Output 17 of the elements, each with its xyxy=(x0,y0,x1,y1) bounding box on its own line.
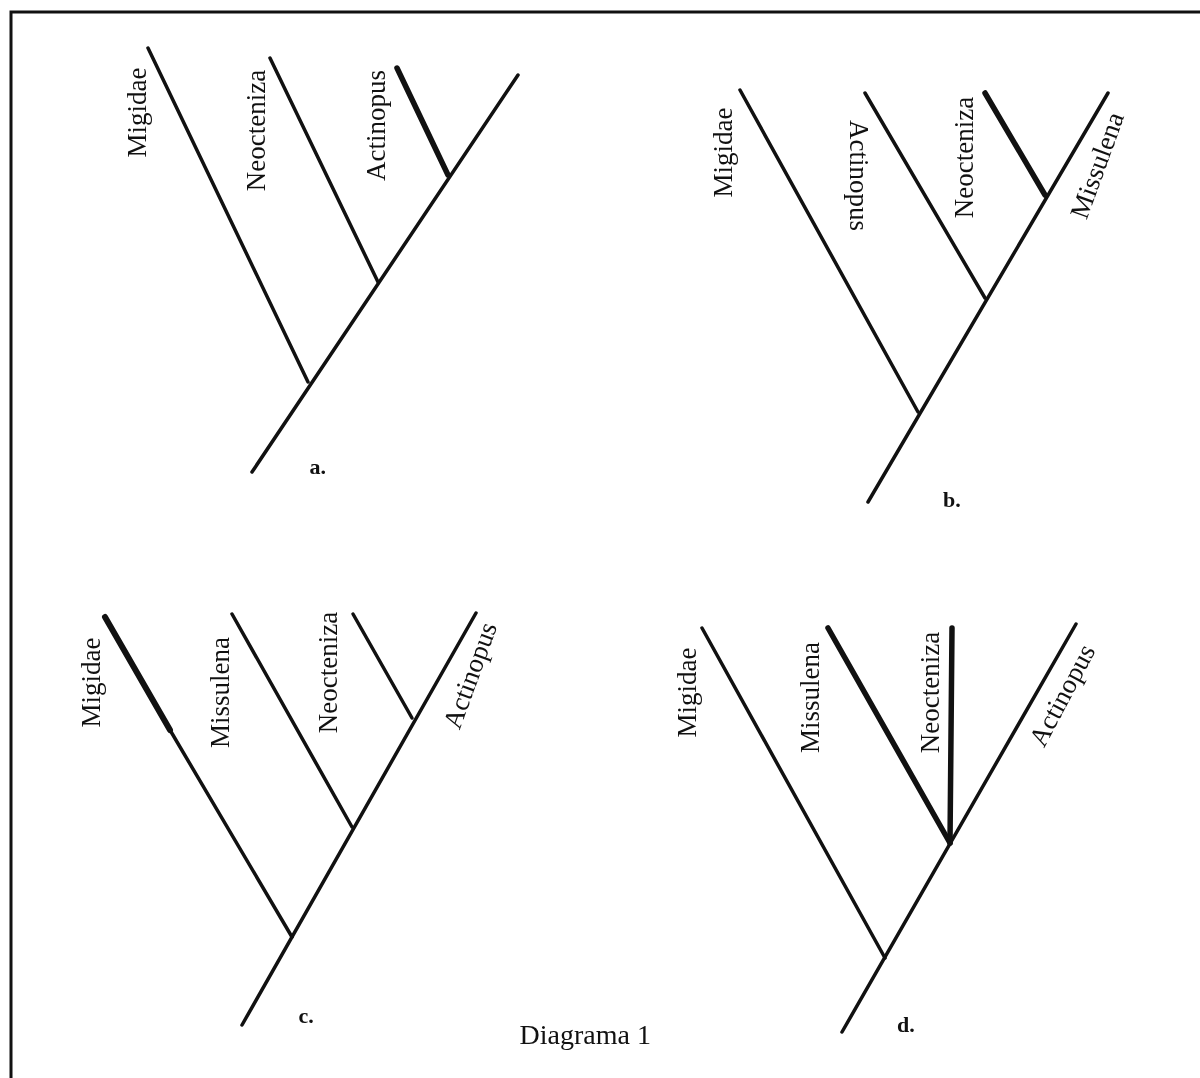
taxon-label: Actinopus xyxy=(844,119,872,231)
caption: Diagrama 1 xyxy=(519,1021,651,1049)
panel-letter: b. xyxy=(943,489,961,511)
taxon-label: Migidae xyxy=(78,637,106,727)
panel-letter: d. xyxy=(897,1014,915,1036)
taxon-label: Neocteniza xyxy=(950,96,978,218)
panel-letter: a. xyxy=(309,456,326,478)
panel-letter: c. xyxy=(298,1005,314,1027)
taxon-label: Migidae xyxy=(710,107,738,197)
taxon-label: Migidae xyxy=(674,647,702,737)
taxon-label: Neocteniza xyxy=(242,69,270,191)
taxon-label: Migidae xyxy=(124,67,152,157)
taxon-label: Neocteniza xyxy=(916,631,944,753)
taxon-label: Actinopus xyxy=(362,69,390,181)
taxon-label: Missulena xyxy=(206,636,234,748)
taxon-label: Missulena xyxy=(796,641,824,753)
taxon-label: Neocteniza xyxy=(314,611,342,733)
